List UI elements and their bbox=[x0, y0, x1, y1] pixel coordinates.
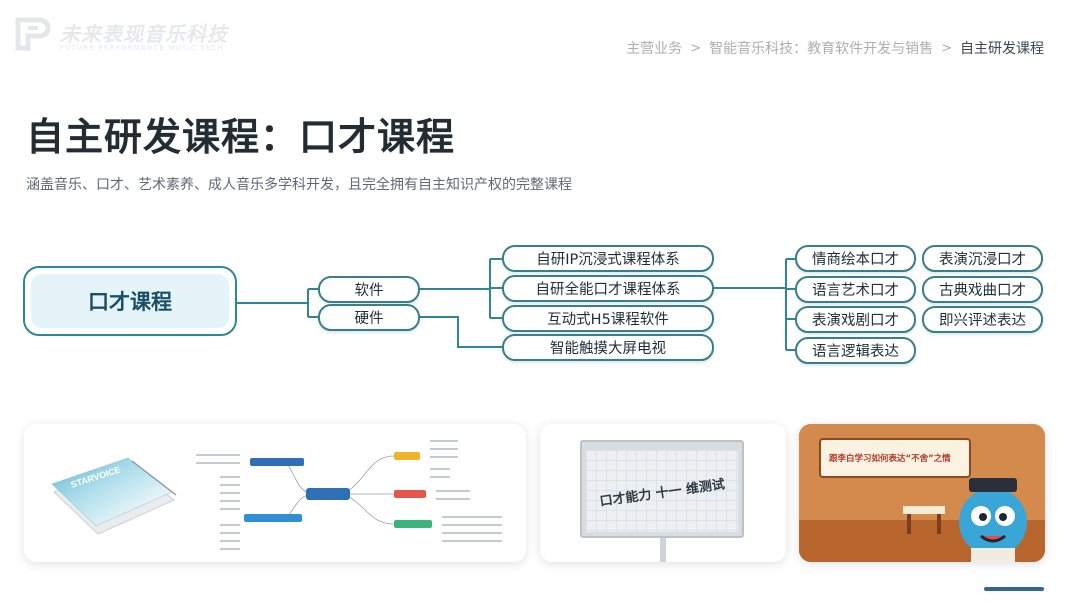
mindmap-node-language-art: 语言艺术口才 bbox=[795, 276, 916, 303]
breadcrumb-separator: > bbox=[941, 40, 952, 56]
scroll-table-icon bbox=[903, 506, 945, 534]
breadcrumb: 主营业务 > 智能音乐科技：教育软件开发与销售 > 自主研发课程 bbox=[626, 38, 1044, 58]
mindmap-node-impromptu: 即兴评述表达 bbox=[922, 306, 1043, 333]
smart-screen-card: 口才能力 十一 维测试 bbox=[540, 424, 786, 562]
page-title: 自主研发课程：口才课程 bbox=[26, 115, 456, 159]
course-book-card: STARVOICE bbox=[24, 424, 526, 562]
mindmap-node-classical-opera: 古典戏曲口才 bbox=[922, 276, 1043, 303]
mindmap-node-picture-book: 情商绘本口才 bbox=[795, 245, 916, 272]
logo-name-cn: 未来表现音乐科技 bbox=[60, 22, 228, 46]
mindmap-node-logic-expression: 语言逻辑表达 bbox=[795, 337, 916, 364]
course-book-image: STARVOICE bbox=[51, 457, 177, 535]
breadcrumb-item-current: 自主研发课程 bbox=[960, 41, 1044, 57]
footer-accent-line bbox=[984, 587, 1044, 591]
breadcrumb-separator: > bbox=[690, 40, 702, 56]
smart-tv-screen: 口才能力 十一 维测试 bbox=[586, 450, 738, 532]
mindmap-node-software: 软件 bbox=[318, 276, 420, 303]
page-subtitle: 涵盖音乐、口才、艺术素养、成人音乐多学科开发，且完全拥有自主知识产权的完整课程 bbox=[26, 177, 572, 193]
company-logo: 未来表现音乐科技 FUTURE PERFORMANCE MUSIC TECH bbox=[14, 14, 234, 58]
smart-tv-frame: 口才能力 十一 维测试 bbox=[580, 440, 744, 538]
courseware-banner-text: 跟李白学习如何表达“不舍”之情 bbox=[829, 454, 951, 464]
mindmap-root-node: 口才课程 bbox=[23, 266, 237, 336]
smart-tv-stand bbox=[660, 538, 666, 562]
mindmap-node-drama-performance: 表演戏剧口才 bbox=[795, 306, 916, 333]
mindmap-node-immersive-performance: 表演沉浸口才 bbox=[922, 245, 1043, 272]
mindmap-node-smart-tv: 智能触摸大屏电视 bbox=[502, 334, 714, 361]
breadcrumb-item-software[interactable]: 智能音乐科技：教育软件开发与销售 bbox=[709, 41, 934, 57]
h5-courseware-card: 跟李白学习如何表达“不舍”之情 bbox=[799, 424, 1045, 562]
breadcrumb-item-business[interactable]: 主营业务 bbox=[626, 41, 683, 57]
mindmap-node-eloquence-course-system: 自研全能口才课程体系 bbox=[502, 275, 714, 302]
mindmap-node-hardware: 硬件 bbox=[318, 304, 420, 331]
course-mindmap-thumbnail bbox=[196, 440, 502, 550]
mindmap-node-h5-software: 互动式H5课程软件 bbox=[502, 305, 714, 332]
logo-mark-icon bbox=[15, 17, 51, 51]
mascot-character-icon bbox=[959, 478, 1027, 562]
courseware-scene: 跟李白学习如何表达“不舍”之情 bbox=[799, 424, 1045, 562]
mindmap-root-label: 口才课程 bbox=[31, 274, 229, 328]
courseware-banner: 跟李白学习如何表达“不舍”之情 bbox=[819, 438, 971, 478]
logo-name-en: FUTURE PERFORMANCE MUSIC TECH bbox=[60, 44, 225, 52]
mindmap-node-ip-course-system: 自研IP沉浸式课程体系 bbox=[502, 245, 714, 272]
smart-tv-screen-text: 口才能力 十一 维测试 bbox=[598, 476, 726, 510]
